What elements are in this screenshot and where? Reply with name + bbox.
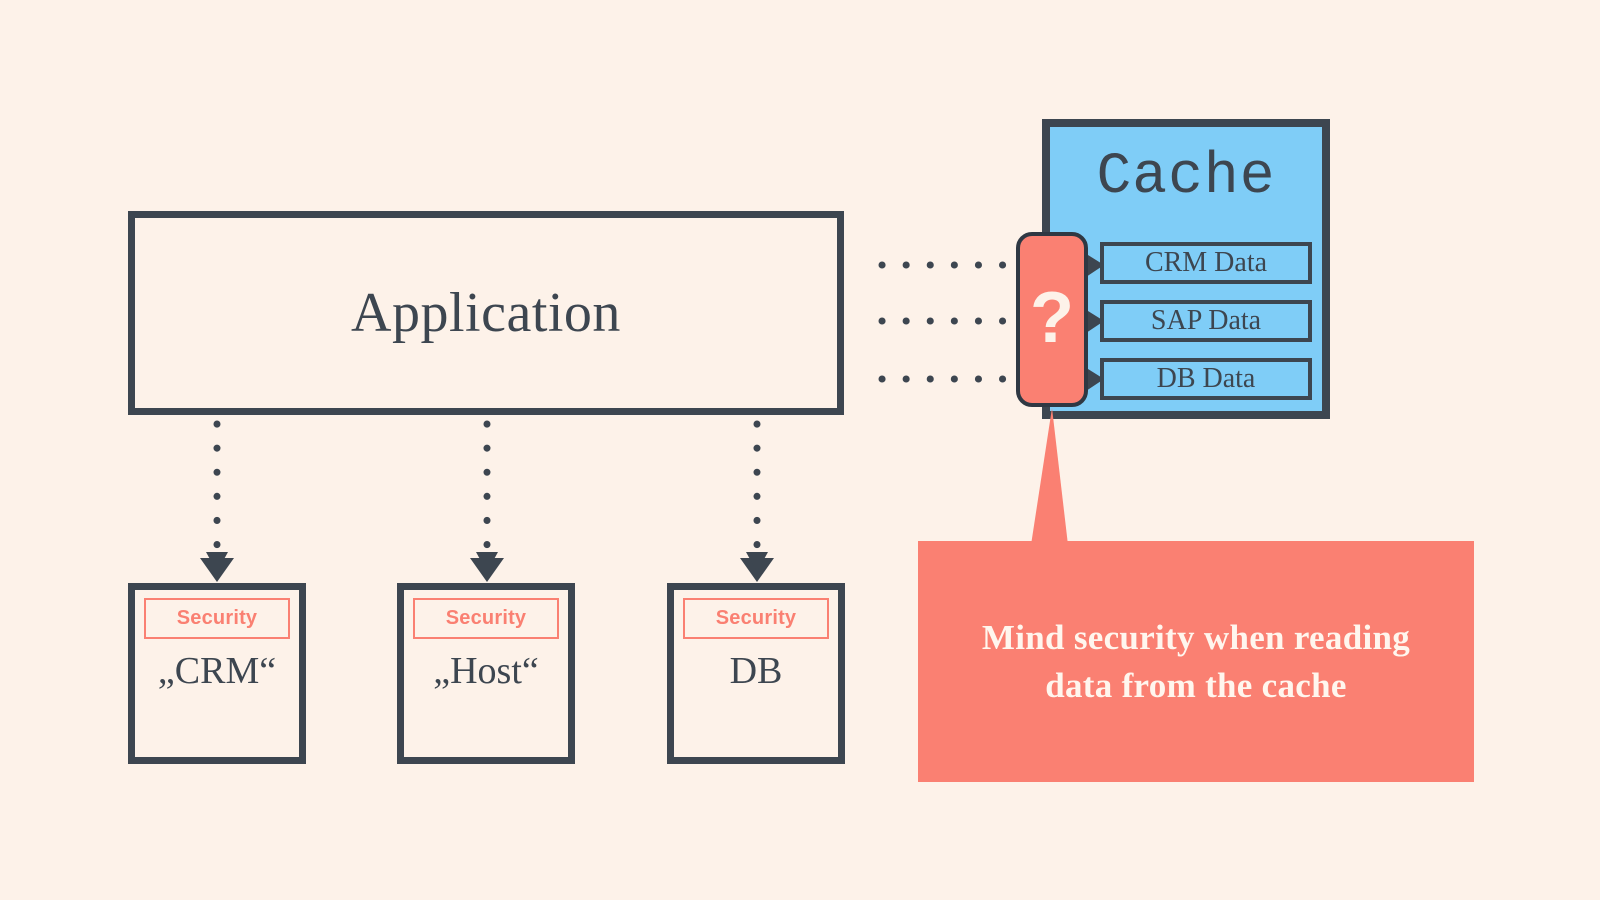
security-badge-label: Security — [445, 607, 527, 629]
cache-row-list: CRM Data SAP Data DB Data — [1100, 242, 1312, 400]
connector-app-to-host — [470, 420, 504, 582]
callout-text: Mind security when reading data from the… — [981, 618, 1411, 705]
security-badge-crm: Security — [144, 598, 290, 639]
question-mark-icon: ? — [1030, 277, 1074, 358]
node-box-host[interactable]: Security „Host“ — [397, 583, 575, 764]
cache-row-label: DB Data — [1156, 363, 1256, 394]
node-box-db[interactable]: Security DB — [667, 583, 845, 764]
cache-row-label: CRM Data — [1144, 247, 1268, 278]
node-title-db: DB — [729, 650, 783, 692]
application-box[interactable]: Application — [128, 211, 844, 415]
application-label: Application — [351, 282, 621, 344]
cache-row-sap-data[interactable]: SAP Data — [1100, 300, 1312, 342]
node-box-crm[interactable]: Security „CRM“ — [128, 583, 306, 764]
cache-title: Cache — [1096, 145, 1276, 210]
connector-app-to-db — [740, 420, 774, 582]
question-mark-badge[interactable]: ? — [1016, 232, 1088, 407]
security-badge-label: Security — [176, 607, 258, 629]
connector-app-to-crm — [200, 420, 234, 582]
node-title-host: „Host“ — [433, 650, 539, 692]
cache-row-db-data[interactable]: DB Data — [1100, 358, 1312, 400]
security-badge-host: Security — [413, 598, 559, 639]
cache-box[interactable]: Cache CRM Data SAP Data DB Data — [1042, 119, 1330, 419]
security-badge-db: Security — [683, 598, 829, 639]
cache-row-label: SAP Data — [1150, 305, 1262, 336]
cache-row-crm-data[interactable]: CRM Data — [1100, 242, 1312, 284]
callout-banner: Mind security when reading data from the… — [918, 541, 1474, 782]
security-badge-label: Security — [715, 607, 797, 629]
node-title-crm: „CRM“ — [157, 650, 277, 692]
